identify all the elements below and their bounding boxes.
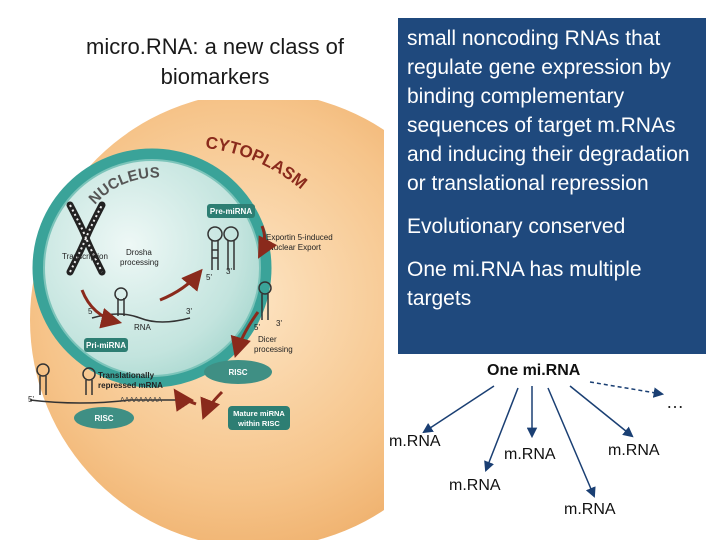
mrna-target-4: m.RNA bbox=[449, 477, 501, 494]
slide-title: micro.RNA: a new class of biomarkers bbox=[86, 34, 344, 89]
svg-text:Pri-miRNA: Pri-miRNA bbox=[86, 341, 126, 350]
ellipsis-label: … bbox=[666, 392, 685, 412]
repressed-mrna: AAAAAAAAA RISC 5' bbox=[28, 363, 180, 429]
conserved-paragraph: Evolutionary conserved bbox=[407, 215, 626, 238]
one-mirna-label: One mi.RNA bbox=[487, 362, 581, 379]
chromosome-icon bbox=[66, 201, 106, 276]
drosha-arrow bbox=[159, 268, 203, 302]
mrna-target-2: m.RNA bbox=[504, 446, 556, 463]
mrna-target-1: m.RNA bbox=[389, 433, 441, 450]
risc-complex: RISC bbox=[204, 360, 272, 384]
svg-text:RISC: RISC bbox=[94, 414, 113, 423]
mrna-target-3: m.RNA bbox=[608, 442, 660, 459]
dicer-arrow bbox=[230, 311, 260, 359]
svg-text:5': 5' bbox=[28, 395, 34, 404]
definition-box: small noncoding RNAs that regulate gene … bbox=[398, 18, 706, 354]
multiple-targets-paragraph: One mi.RNA has multiple targets bbox=[407, 258, 642, 310]
svg-text:AAAAAAAAA: AAAAAAAAA bbox=[120, 397, 162, 404]
pri-mirna-tag: Pri-miRNA bbox=[84, 338, 128, 352]
svg-text:3': 3' bbox=[226, 267, 232, 276]
mrna-target-5: m.RNA bbox=[564, 501, 616, 518]
svg-text:5': 5' bbox=[88, 307, 94, 316]
pre-mirna-tag: Pre-miRNA bbox=[207, 204, 255, 218]
svg-text:RISC: RISC bbox=[228, 368, 247, 377]
svg-text:Pre-miRNA: Pre-miRNA bbox=[210, 207, 252, 216]
svg-text:5': 5' bbox=[254, 323, 260, 332]
transcription-label: Transcription bbox=[62, 252, 108, 261]
arrow-to-mrna-3 bbox=[569, 385, 634, 438]
definition-paragraph: small noncoding RNAs that regulate gene … bbox=[407, 27, 690, 195]
export-arrow bbox=[258, 225, 278, 259]
svg-text:5': 5' bbox=[206, 273, 212, 282]
arrow-to-mrna-4 bbox=[484, 387, 519, 472]
svg-text:3': 3' bbox=[186, 307, 192, 316]
arrow-dashed-more bbox=[589, 381, 665, 398]
pre-mirna-hairpin-nucleus bbox=[207, 226, 223, 270]
svg-text:3': 3' bbox=[276, 319, 282, 328]
pre-mirna-hairpin-cytoplasm bbox=[223, 226, 239, 270]
arrow-to-mrna-5 bbox=[547, 387, 596, 498]
transcription-arrow bbox=[80, 289, 123, 329]
arrow-to-mrna-1 bbox=[422, 385, 495, 434]
rna-label: RNA bbox=[134, 323, 152, 332]
target-arrows bbox=[422, 381, 665, 498]
